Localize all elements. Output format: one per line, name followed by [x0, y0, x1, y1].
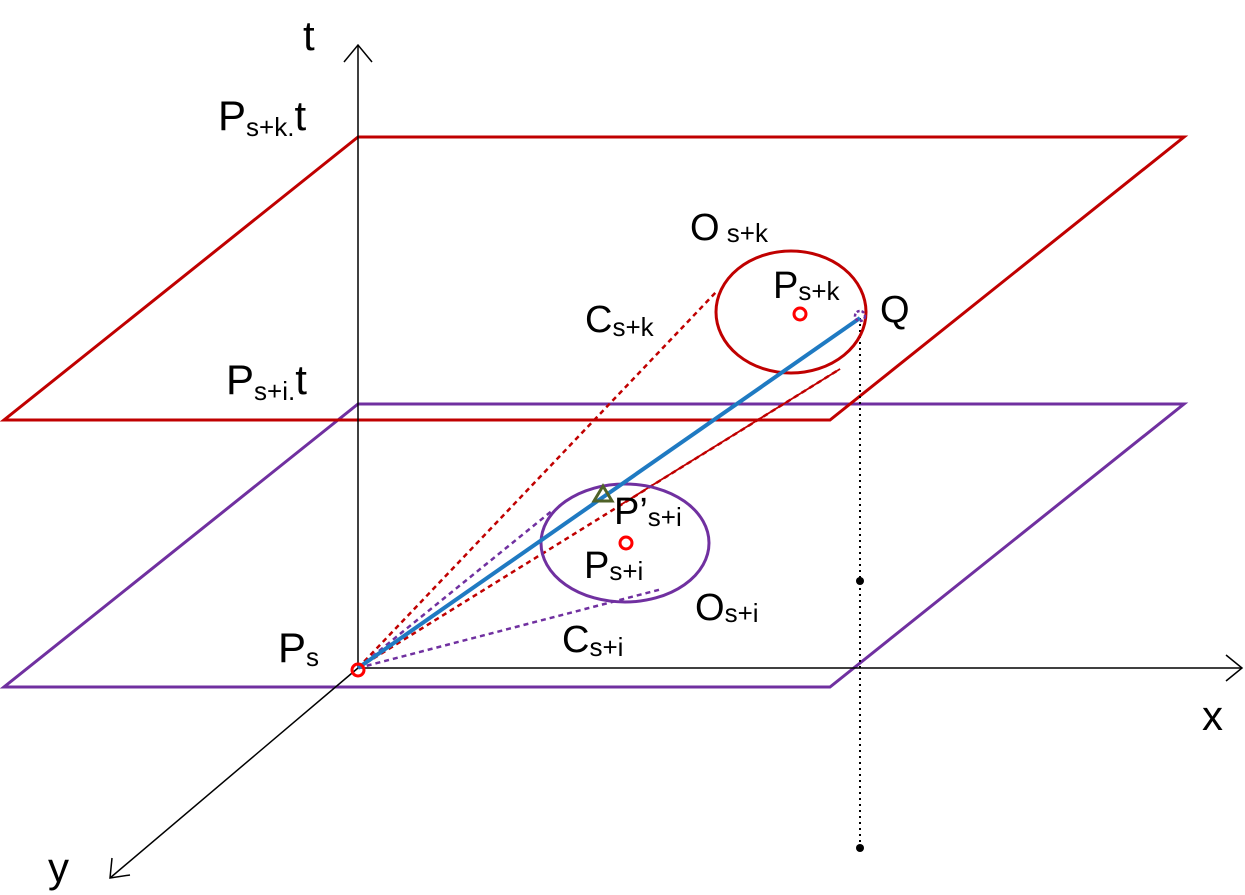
circle-osi-label-sub: s+i [725, 598, 759, 628]
lower-plane-label-sub: s+i. [254, 376, 295, 406]
point-psi-label-sub: s+i [609, 556, 643, 586]
trajectory-line [356, 316, 862, 670]
point-ps-label-sub: s [306, 642, 319, 672]
point-ps-marker [350, 662, 366, 678]
lower-plane-label: Ps+i.t [226, 356, 307, 406]
q-projection-point-mid [856, 577, 864, 585]
point-psi-prime-label-sub: s+i [648, 502, 682, 532]
lower-plane-label-suffix: t [295, 356, 307, 403]
cone-csk-label-main: C [585, 299, 612, 341]
upper-plane-label: Ps+k.t [218, 92, 306, 142]
point-ps-label: Ps [278, 624, 319, 672]
x-axis-label: x [1202, 692, 1223, 739]
circle-osk-label-sub: s+k [720, 218, 769, 248]
cone-csi-label: Cs+i [562, 619, 623, 662]
cone-csi-label-main: C [562, 619, 589, 661]
lower-plane-label-main: P [226, 356, 254, 403]
upper-plane-label-suffix: t [294, 92, 306, 139]
point-psk-label-main: P [773, 265, 798, 307]
circle-osk-label: O s+k [690, 207, 769, 249]
point-psk-label-sub: s+k [798, 276, 840, 306]
point-psi-prime-label: P’s+i [614, 491, 682, 533]
cone-csk-label: Cs+k [585, 299, 655, 342]
point-psi-prime-label-main: P’ [614, 491, 648, 533]
circle-osk-label-main: O [690, 207, 720, 249]
upper-plane [0, 135, 1189, 422]
x-axis-arrowhead [1225, 654, 1244, 682]
point-psi-label: Ps+i [584, 545, 643, 587]
upper-plane-label-sub: s+k. [246, 112, 294, 142]
circle-osi-label: Os+i [695, 587, 759, 629]
point-ps-label-main: P [278, 624, 306, 671]
point-psk-label: Ps+k [773, 265, 841, 307]
cone-csi-label-sub: s+i [589, 632, 623, 662]
upper-plane-label-main: P [218, 92, 246, 139]
point-psk-marker [792, 306, 808, 322]
cone-csk-label-sub: s+k [612, 312, 654, 342]
point-psi-marker [618, 535, 634, 551]
t-axis-arrowhead [343, 43, 373, 63]
circle-osi-label-main: O [695, 587, 725, 629]
y-axis-arrowhead [109, 857, 131, 879]
y-axis [109, 667, 359, 879]
q-projection-point-bottom [856, 844, 864, 852]
cone-csi-generator-upper [357, 509, 554, 669]
point-q-label: Q [880, 289, 910, 331]
lower-plane [0, 402, 1189, 689]
cone-csk-generator-upper [357, 289, 719, 669]
t-axis-label: t [303, 12, 315, 59]
cone-csk-generator-lower-solid [621, 368, 841, 505]
y-axis-label: y [48, 844, 69, 891]
circle-osk [714, 249, 868, 375]
point-q-marker [853, 309, 867, 323]
point-psi-label-main: P [584, 545, 609, 587]
point-psi-prime-triangle [591, 483, 615, 503]
